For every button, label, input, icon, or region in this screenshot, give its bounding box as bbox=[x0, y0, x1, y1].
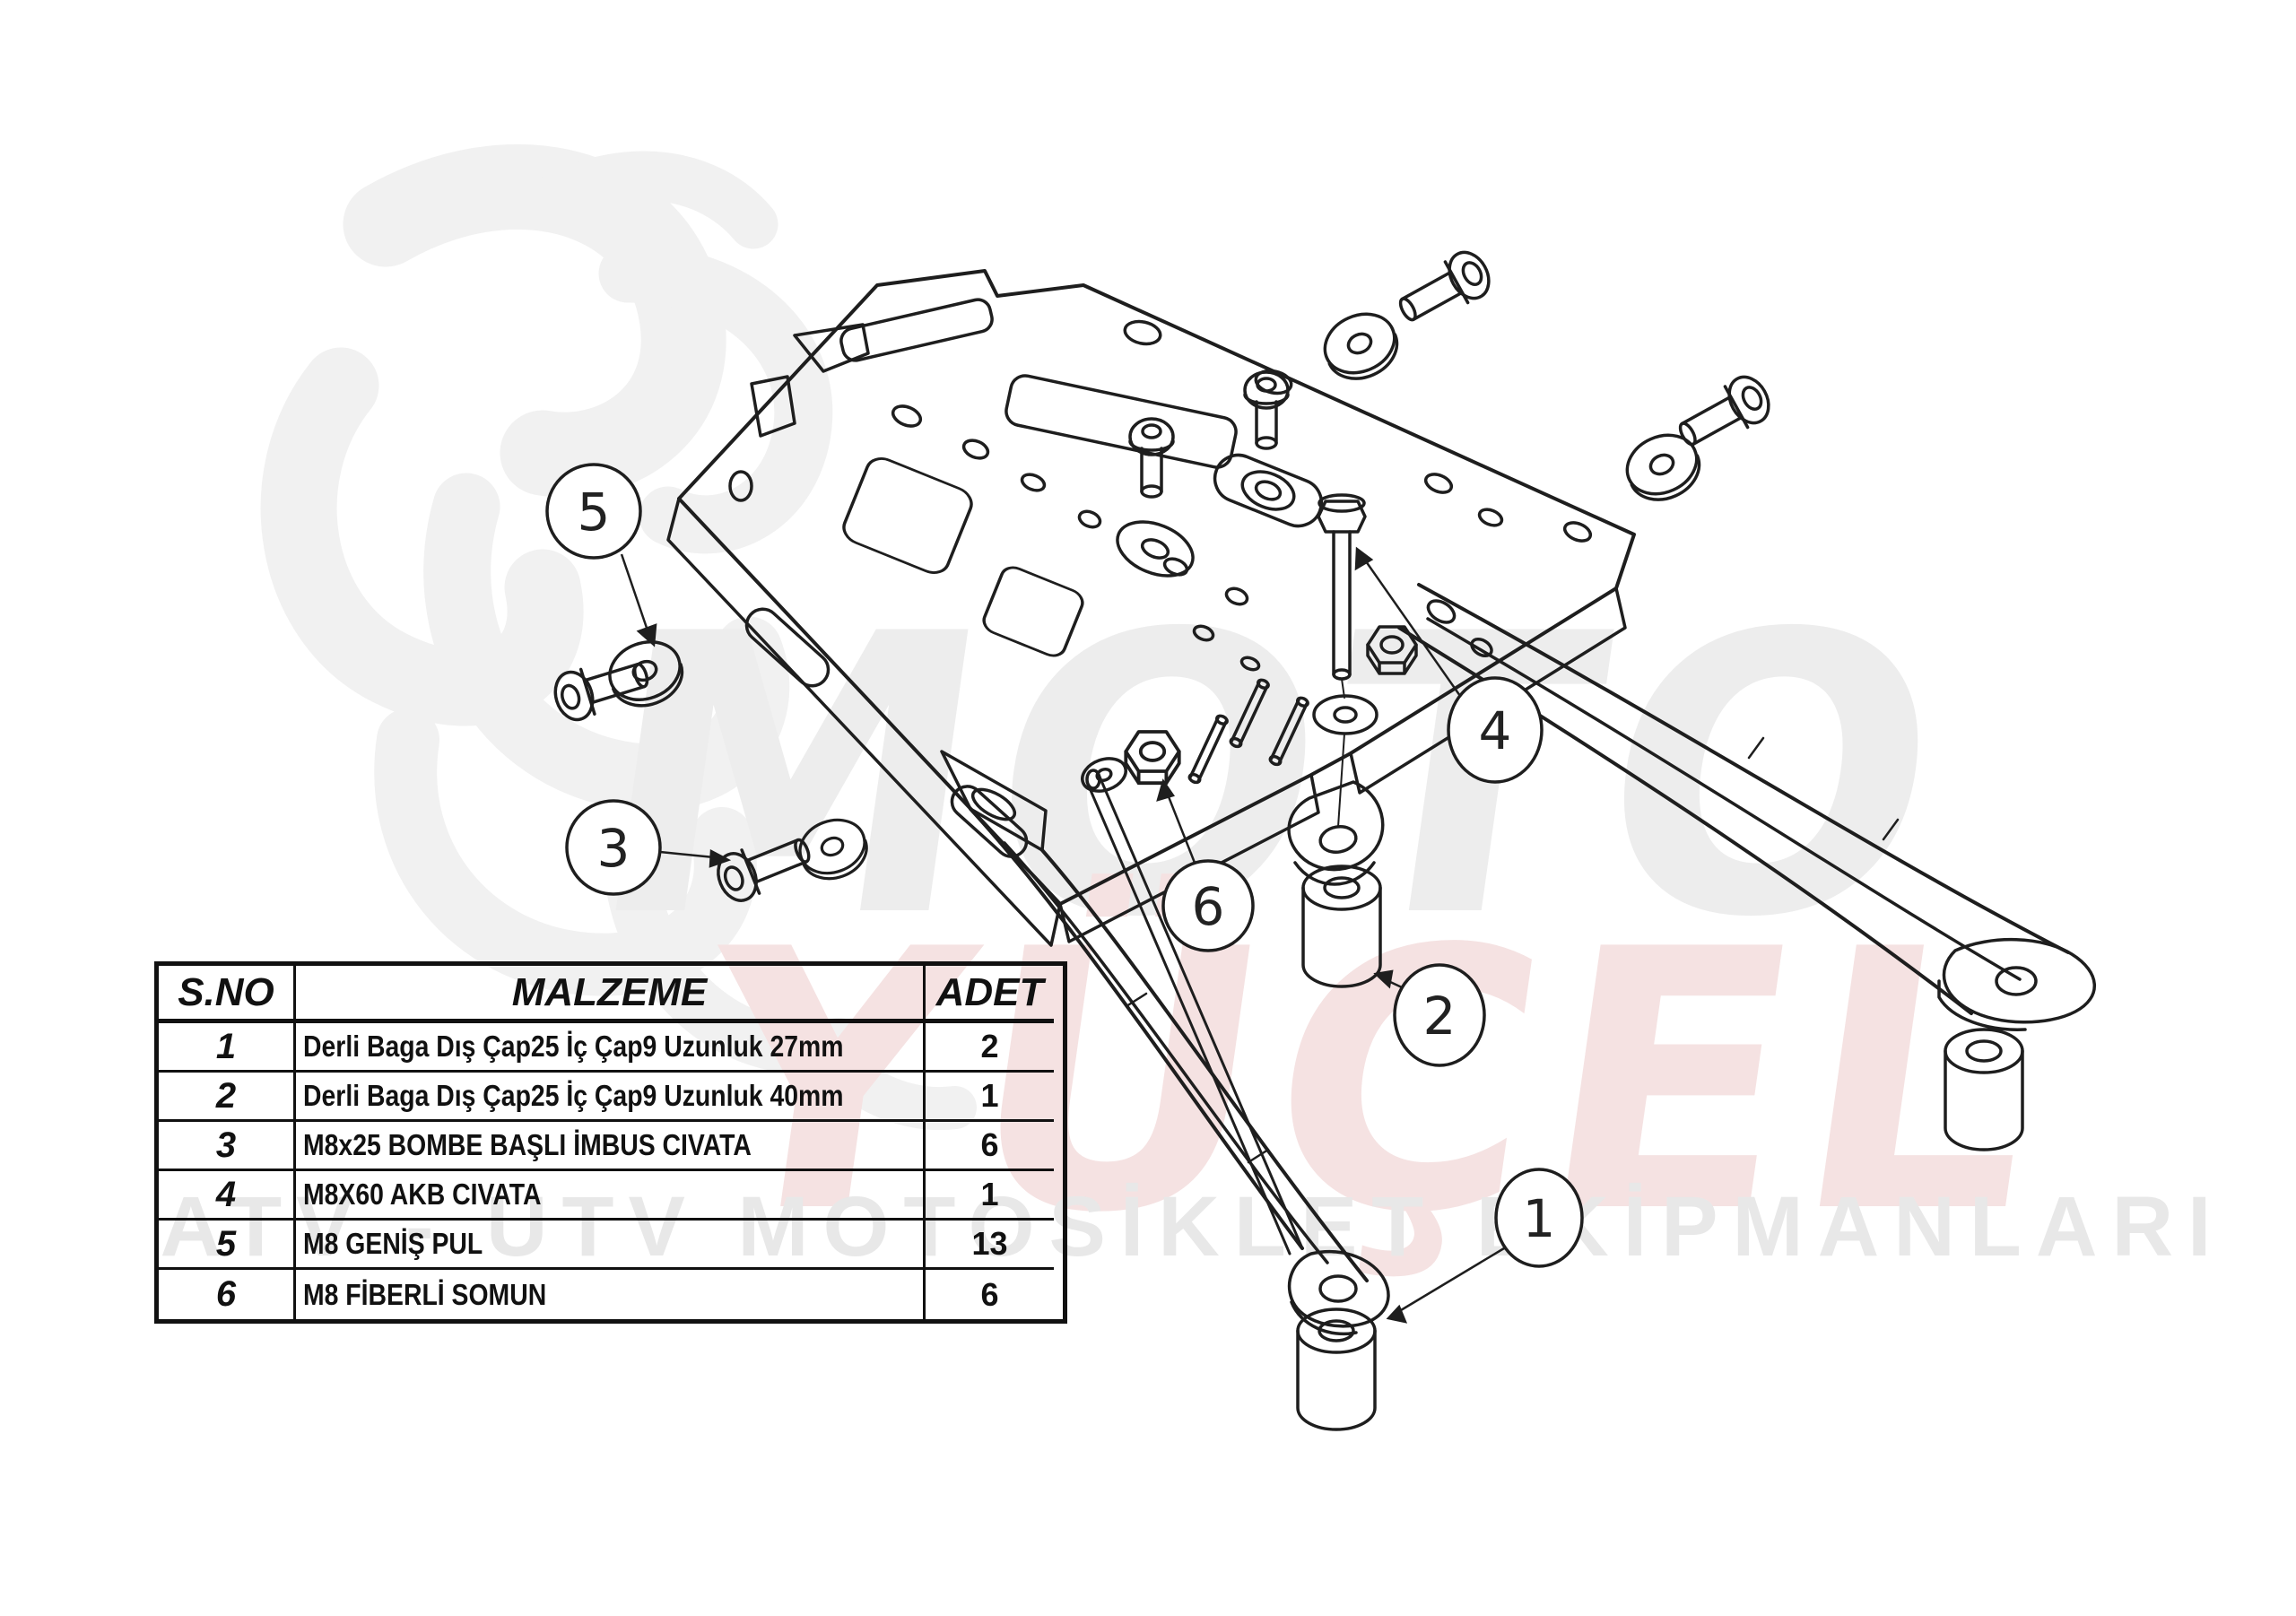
balloon-3: 3 bbox=[565, 799, 662, 896]
leader-arrow-6 bbox=[1156, 778, 1176, 802]
row1-malzeme: Derli Baga Dış Çap25 İç Çap9 Uzunluk 27m… bbox=[296, 1023, 926, 1073]
leader-line-6 bbox=[1166, 794, 1196, 864]
imbus-bolt-on-plate-left bbox=[1128, 417, 1175, 499]
row2-malzeme: Derli Baga Dış Çap25 İç Çap9 Uzunluk 40m… bbox=[296, 1073, 926, 1122]
row6-adet: 6 bbox=[980, 1275, 999, 1313]
row1-no: 1 bbox=[159, 1023, 296, 1073]
svg-text:1: 1 bbox=[1523, 1188, 1556, 1249]
flat-washer-on-plate bbox=[1116, 520, 1195, 578]
left-arm bbox=[940, 750, 1369, 1282]
row3-malzeme-text: M8x25 BOMBE BAŞLI İMBUS CIVATA bbox=[303, 1128, 752, 1161]
leader-arrow-2 bbox=[1373, 969, 1394, 989]
row4-no: 4 bbox=[159, 1171, 296, 1221]
balloon-1: 1 bbox=[1494, 1168, 1584, 1268]
row4-malzeme: M8X60 AKB CIVATA bbox=[296, 1171, 926, 1221]
balloon-4: 4 bbox=[1447, 676, 1544, 784]
row3-adet: 6 bbox=[926, 1122, 1054, 1171]
row5-adet: 13 bbox=[926, 1221, 1054, 1270]
washer-top-right-1 bbox=[1314, 301, 1408, 391]
bolt-top-right-1 bbox=[1389, 243, 1499, 335]
col-header-sno: S.NO bbox=[159, 966, 296, 1023]
leader-line-4 bbox=[1364, 560, 1462, 697]
leader-line-1 bbox=[1400, 1247, 1505, 1312]
svg-text:3: 3 bbox=[597, 818, 631, 879]
row5-malzeme: M8 GENİŞ PUL bbox=[296, 1221, 926, 1270]
row6-malzeme-text: M8 FİBERLİ SOMUN bbox=[303, 1277, 547, 1311]
svg-text:5: 5 bbox=[578, 482, 611, 543]
leader-arrow-3 bbox=[709, 848, 732, 868]
leader-line-3 bbox=[659, 850, 715, 859]
parts-table: S.NO MALZEME ADET 1 Derli Baga Dış Çap25… bbox=[154, 961, 1067, 1324]
row2-malzeme-text: Derli Baga Dış Çap25 İç Çap9 Uzunluk 40m… bbox=[303, 1079, 844, 1112]
brand-watermark-yucel: YÜÇEL bbox=[666, 870, 2073, 1291]
brand-watermark-moto: MOTO bbox=[568, 552, 1977, 1002]
row6-malzeme: M8 FİBERLİ SOMUN bbox=[296, 1270, 926, 1319]
luggage-rack-plate bbox=[666, 269, 1636, 947]
row2-adet: 1 bbox=[926, 1073, 1054, 1122]
row5-malzeme-text: M8 GENİŞ PUL bbox=[303, 1227, 483, 1260]
mounting-pad bbox=[1213, 453, 1324, 528]
row3-malzeme: M8x25 BOMBE BAŞLI İMBUS CIVATA bbox=[296, 1122, 926, 1171]
leader-line-5 bbox=[620, 553, 649, 631]
right-foot-bracket bbox=[1937, 938, 2096, 1031]
row5-no: 5 bbox=[159, 1221, 296, 1270]
row6-no: 6 bbox=[159, 1270, 296, 1319]
col-header-adet: ADET bbox=[926, 966, 1054, 1023]
row2-no: 2 bbox=[159, 1073, 296, 1122]
balloon-6: 6 bbox=[1161, 859, 1255, 952]
bolt-top-right-2 bbox=[1669, 368, 1779, 460]
leader-arrow-4 bbox=[1354, 546, 1374, 571]
akb-bolt-m8x60 bbox=[1312, 493, 1378, 828]
imbus-bolt-on-plate-right bbox=[1243, 370, 1290, 450]
svg-text:4: 4 bbox=[1479, 700, 1512, 761]
row1-malzeme-text: Derli Baga Dış Çap25 İç Çap9 Uzunluk 27m… bbox=[303, 1030, 844, 1063]
svg-text:2: 2 bbox=[1423, 986, 1457, 1047]
leader-arrow-5 bbox=[636, 623, 657, 647]
leader-arrow-1 bbox=[1386, 1304, 1408, 1324]
row4-adet: 1 bbox=[926, 1171, 1054, 1221]
small-washer-near-nut bbox=[1081, 757, 1127, 793]
balloon-5: 5 bbox=[545, 463, 642, 560]
col-header-malzeme: MALZEME bbox=[296, 966, 926, 1023]
bottom-foot-bracket bbox=[1287, 1249, 1390, 1336]
row1-adet: 2 bbox=[926, 1023, 1054, 1073]
svg-text:6: 6 bbox=[1192, 876, 1225, 937]
row3-no: 3 bbox=[159, 1122, 296, 1171]
row4-malzeme-text: M8X60 AKB CIVATA bbox=[303, 1177, 542, 1211]
tagline-watermark: ATV - UTV MOTOSİKLET EKİPMANLARI bbox=[161, 1179, 2226, 1274]
balloon-2: 2 bbox=[1393, 963, 1486, 1067]
